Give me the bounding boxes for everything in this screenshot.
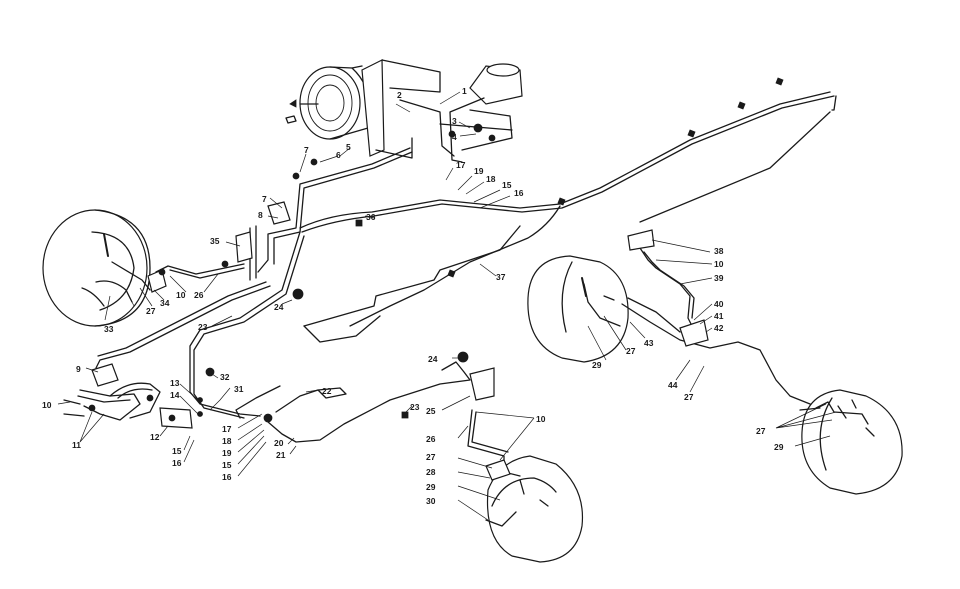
callout-leaders bbox=[57, 91, 837, 521]
callout-26-front-left: 26 bbox=[194, 290, 204, 300]
callout-44: 44 bbox=[668, 380, 678, 390]
callout-35: 35 bbox=[210, 236, 220, 246]
main-brake-line bbox=[299, 77, 837, 343]
callout-27-front-right: 27 bbox=[426, 452, 436, 462]
callout-41: 41 bbox=[714, 311, 724, 321]
callout-labels: 1 2 3 4 5 6 7 7 8 35 36 17 19 18 15 16 3… bbox=[42, 86, 784, 506]
callout-18-lower: 18 bbox=[222, 436, 232, 446]
callout-16-upper: 16 bbox=[514, 188, 524, 198]
callout-6: 6 bbox=[336, 150, 341, 160]
callout-2: 2 bbox=[397, 90, 402, 100]
callout-23-upper: 23 bbox=[198, 322, 208, 332]
callout-27-rear-line: 27 bbox=[684, 392, 694, 402]
callout-7-upper: 7 bbox=[304, 145, 309, 155]
callout-19-upper: 19 bbox=[474, 166, 484, 176]
callout-29-front-right: 29 bbox=[426, 482, 436, 492]
callout-5: 5 bbox=[346, 142, 351, 152]
callout-28: 28 bbox=[426, 467, 436, 477]
callout-30-front-right: 30 bbox=[426, 496, 436, 506]
callout-32: 32 bbox=[220, 372, 230, 382]
rear-right-wheel bbox=[799, 389, 903, 495]
callout-20: 20 bbox=[274, 438, 284, 448]
callout-10-front-bracket: 10 bbox=[42, 400, 52, 410]
callout-16-front: 16 bbox=[172, 458, 182, 468]
callout-40: 40 bbox=[714, 299, 724, 309]
callout-10-front-right: 10 bbox=[536, 414, 546, 424]
callout-15-upper: 15 bbox=[502, 180, 512, 190]
booster-mount-bracket bbox=[361, 59, 441, 159]
callout-23-lower: 23 bbox=[410, 402, 420, 412]
callout-24-upper: 24 bbox=[274, 302, 284, 312]
callout-4: 4 bbox=[452, 132, 457, 142]
callout-16-lower: 16 bbox=[222, 472, 232, 482]
callout-37: 37 bbox=[496, 272, 506, 282]
callout-11: 11 bbox=[72, 440, 81, 450]
callout-38: 38 bbox=[714, 246, 724, 256]
callout-31: 31 bbox=[234, 384, 244, 394]
callout-8: 8 bbox=[258, 210, 263, 220]
callout-17-upper: 17 bbox=[456, 160, 466, 170]
callout-24-lower: 24 bbox=[428, 354, 438, 364]
brake-booster bbox=[285, 65, 375, 140]
callout-34: 34 bbox=[160, 298, 170, 308]
callout-10-front-left: 10 bbox=[176, 290, 186, 300]
front-left-bracket-assembly bbox=[63, 158, 409, 429]
callout-43: 43 bbox=[644, 338, 654, 348]
callout-15-lower: 15 bbox=[222, 460, 232, 470]
callout-39: 39 bbox=[714, 273, 724, 283]
callout-29-rear-right: 29 bbox=[774, 442, 784, 452]
callout-27-rear-right: 27 bbox=[756, 426, 766, 436]
callout-26-front-right: 26 bbox=[426, 434, 436, 444]
callout-25: 25 bbox=[426, 406, 436, 416]
callout-10-rear: 10 bbox=[714, 259, 724, 269]
callout-27-rear-left: 27 bbox=[626, 346, 636, 356]
master-cylinder bbox=[399, 63, 523, 163]
callout-19-lower: 19 bbox=[222, 448, 232, 458]
rear-left-wheel bbox=[527, 229, 821, 409]
callout-1: 1 bbox=[462, 86, 467, 96]
callout-12: 12 bbox=[150, 432, 160, 442]
callout-17-lower: 17 bbox=[222, 424, 232, 434]
callout-13: 13 bbox=[170, 378, 180, 388]
callout-14: 14 bbox=[170, 390, 180, 400]
callout-15-front: 15 bbox=[172, 446, 182, 456]
front-left-wheel bbox=[42, 209, 167, 327]
callout-3: 3 bbox=[452, 116, 457, 126]
callout-7-lower: 7 bbox=[262, 194, 267, 204]
front-right-wheel bbox=[457, 351, 584, 563]
callout-27-front-left: 27 bbox=[146, 306, 156, 316]
callout-29-rear-left: 29 bbox=[592, 360, 602, 370]
callout-42: 42 bbox=[714, 323, 724, 333]
callout-9: 9 bbox=[76, 364, 81, 374]
callout-18-upper: 18 bbox=[486, 174, 496, 184]
callout-22: 22 bbox=[322, 386, 332, 396]
callout-21: 21 bbox=[276, 450, 286, 460]
callout-36: 36 bbox=[366, 212, 376, 222]
callout-33: 33 bbox=[104, 324, 114, 334]
